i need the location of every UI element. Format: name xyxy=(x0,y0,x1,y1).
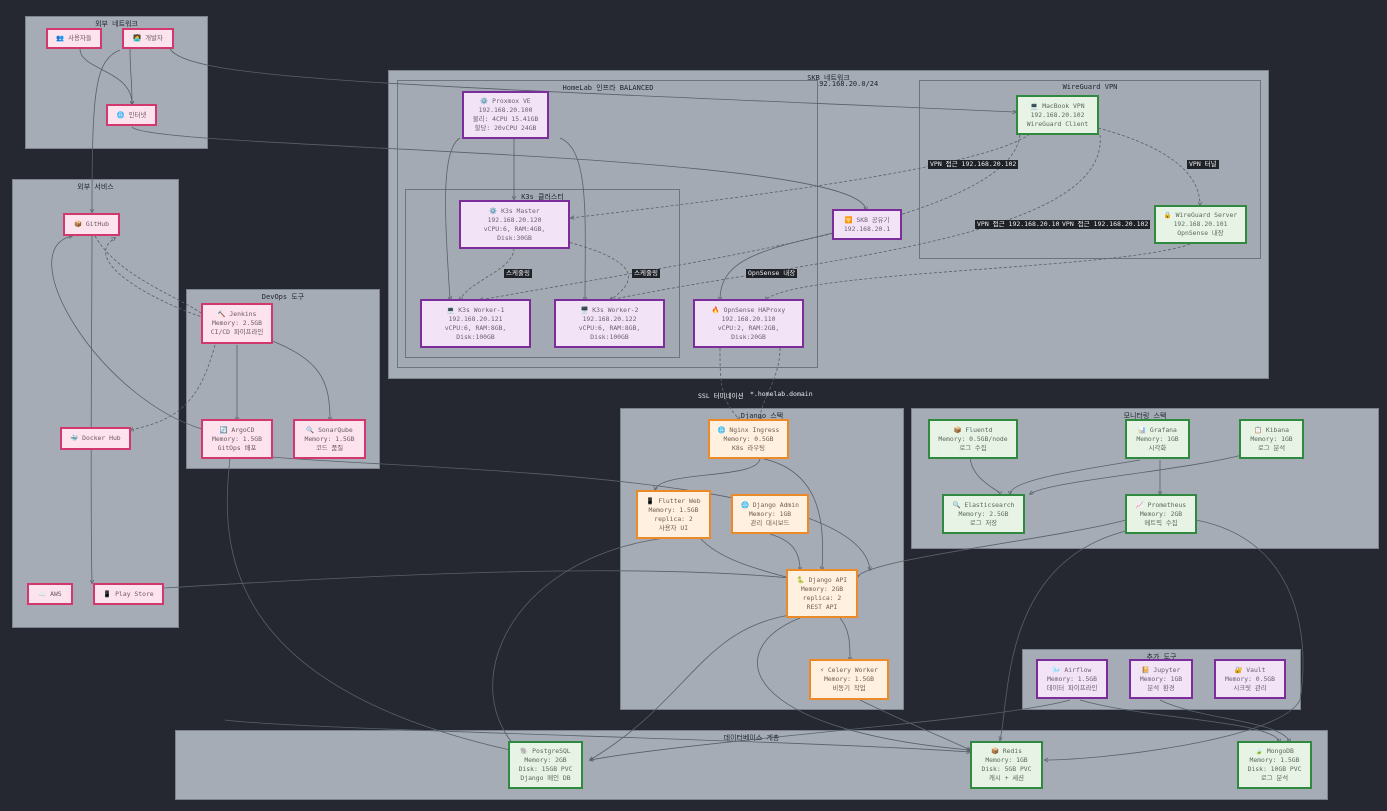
node-users[interactable]: 👥 사용자들 xyxy=(46,28,102,49)
cluster-external-services: 외부 서비스 xyxy=(12,179,179,628)
node-play-store[interactable]: 📱 Play Store xyxy=(93,583,164,605)
cluster-title: 모니터링 스택 xyxy=(1123,412,1167,420)
cluster-subnet: 192.168.20.0/24 xyxy=(815,80,879,88)
node-internet[interactable]: 🌐 인터넷 xyxy=(106,104,157,126)
node-docker-hub[interactable]: 🐳 Docker Hub xyxy=(60,427,131,450)
edge-label-vpn-tunnel: VPN 터널 xyxy=(1187,160,1219,169)
edge xyxy=(226,457,560,760)
cluster-title: WireGuard VPN xyxy=(1062,83,1118,91)
edge xyxy=(1045,519,1304,760)
cluster-title: DevOps 도구 xyxy=(261,293,305,301)
edge-label-scheduling: 스케줄링 xyxy=(504,269,532,278)
cluster-title: 데이터베이스 계층 xyxy=(723,734,780,742)
edge-label-vpn-access: VPN 접근 192.168.20.102 xyxy=(975,220,1066,229)
node-aws[interactable]: ☁️ AWS xyxy=(27,583,73,605)
edge-label-vpn-access: VPN 접근 192.168.20.102 xyxy=(928,160,1019,169)
edge-label-domain: *.homelab.domain xyxy=(750,390,813,398)
cluster-database: 데이터베이스 계층 xyxy=(175,730,1328,800)
edge-label-opnsense-builtin: OpnSense 내장 xyxy=(746,269,798,278)
cluster-title: HomeLab 인프라 BALANCED xyxy=(562,84,654,92)
edge-label-vpn-access: VPN 접근 192.168.20.102 xyxy=(1060,220,1151,229)
node-github[interactable]: 📦 GitHub xyxy=(63,213,120,236)
edge-label-ssl-termination: SSL 터미네이션 xyxy=(698,392,744,400)
node-developer[interactable]: 🧑‍💻 개발자 xyxy=(122,28,174,49)
cluster-title: 외부 서비스 xyxy=(77,183,114,191)
edge-label-scheduling: 스케줄링 xyxy=(632,269,660,278)
cluster-title: 외부 네트워크 xyxy=(95,20,138,28)
